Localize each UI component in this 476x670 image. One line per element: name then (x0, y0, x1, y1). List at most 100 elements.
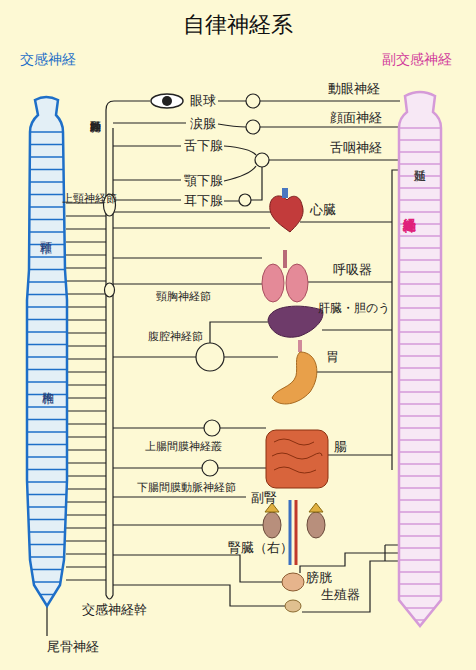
vertebra-line (380, 307, 460, 309)
part-label: 尾骨神経 (47, 640, 99, 653)
part-label: 腎臓（右） (228, 541, 293, 554)
vertebra-line (380, 511, 460, 513)
part-label: 呼吸器 (333, 263, 372, 276)
vertebra-line (380, 355, 460, 357)
ganglion (255, 153, 269, 167)
ganglion (196, 343, 224, 371)
lung-illustration (286, 264, 308, 302)
vertebra-line (380, 331, 460, 333)
vertebra-lines (380, 128, 460, 620)
vertebra-line (380, 271, 460, 273)
vertebra-line (18, 169, 70, 171)
part-label: 交感神経幹 (82, 603, 147, 616)
vertebra-line (380, 475, 460, 477)
vertebra-line (380, 403, 460, 405)
ganglion (246, 94, 260, 108)
vertebra-line (18, 256, 70, 258)
part-label: 膀胱 (306, 571, 332, 584)
liver-illustration (268, 306, 323, 337)
vertebra-line (380, 223, 460, 225)
vena-cava (289, 500, 292, 565)
vertebra-line (380, 571, 460, 573)
spine-border (27, 97, 67, 606)
part-label: 顔面神経 (330, 111, 382, 124)
vertebra-line (380, 199, 460, 201)
vertebra-line (380, 247, 460, 249)
part-label: 肝臓・胆のう (318, 302, 390, 314)
ganglion (246, 120, 260, 134)
vertebra-line (18, 481, 70, 483)
vertebra-line (380, 319, 460, 321)
vertebra-line (380, 619, 460, 621)
vertebra-line (380, 211, 460, 213)
nerve-group (47, 101, 400, 636)
vertebra-line (380, 151, 460, 153)
vertebra-line (380, 583, 460, 585)
vertebra-line (18, 294, 70, 296)
vertebra-line (380, 415, 460, 417)
vertebra-line (18, 544, 70, 546)
part-label: 眼球 (190, 94, 216, 107)
vertebra-line (380, 523, 460, 525)
vertebra-line (380, 175, 460, 177)
part-label: 舌咽神経 (330, 141, 382, 154)
part-label: 上頸神経節 (62, 193, 117, 204)
vertebra-line (380, 283, 460, 285)
ganglion (204, 420, 220, 436)
part-label: 涙腺 (190, 117, 216, 130)
part-label: 心臓 (310, 203, 336, 216)
vertebra-line (380, 451, 460, 453)
vertebra-line (18, 181, 70, 183)
vertebra-line (18, 219, 70, 221)
vertebra-line (380, 367, 460, 369)
part-label: 舌下腺 (184, 139, 223, 152)
vertebra-line (380, 163, 460, 165)
vertebra-line (380, 607, 460, 609)
vertebra-line (18, 231, 70, 233)
vertebra-line (380, 139, 460, 141)
vertebra-line (380, 439, 460, 441)
aorta (295, 500, 298, 565)
diagram-title: 自律神経系 (0, 14, 476, 36)
vertebra-line (18, 556, 70, 558)
esophagus (298, 340, 302, 352)
parasympathetic-spine: 副交感神経延髄 (380, 52, 460, 630)
sympathetic-spine: 交感神経頸椎胸椎 (18, 52, 70, 608)
vertebra-line (380, 235, 460, 237)
vertebra-line (380, 535, 460, 537)
spine-fill (399, 92, 441, 626)
spinal-nerves (66, 203, 106, 580)
intestine-illustration (266, 430, 328, 488)
vertebra-line (380, 259, 460, 261)
vertebra-line (380, 391, 460, 393)
part-label: 腸 (334, 440, 347, 453)
spine-outline (380, 52, 460, 630)
heart-vessel (282, 188, 288, 198)
stomach-illustration (272, 352, 317, 404)
part-label: 上腸間膜神経叢 (145, 441, 222, 452)
kidney-illustration (307, 512, 325, 538)
vertebra-line (18, 581, 70, 583)
intestine-folds (272, 439, 322, 473)
eye-pupil (162, 96, 172, 106)
ganglion-group (104, 94, 270, 476)
vertebra-line (18, 269, 70, 271)
vertebra-line (18, 244, 70, 246)
node-heading: 交感神経 (20, 52, 76, 66)
spine-outline (18, 52, 70, 608)
part-label: 副腎 (251, 491, 277, 504)
vertebra-line (380, 295, 460, 297)
vertebra-line (380, 379, 460, 381)
lung-illustration (262, 264, 284, 302)
spine-border (399, 92, 441, 626)
part-label: 顎下腺 (184, 174, 223, 187)
part-label: 胃 (326, 350, 339, 363)
node-heading: 副交感神経 (382, 52, 452, 66)
vertebra-line (18, 531, 70, 533)
ganglion (239, 194, 251, 206)
part-label: 下腸間膜動脈神経節 (137, 482, 236, 493)
vertebra-line (18, 594, 70, 596)
part-label: 頸胸神経節 (156, 291, 211, 302)
heart-illustration (270, 196, 303, 232)
